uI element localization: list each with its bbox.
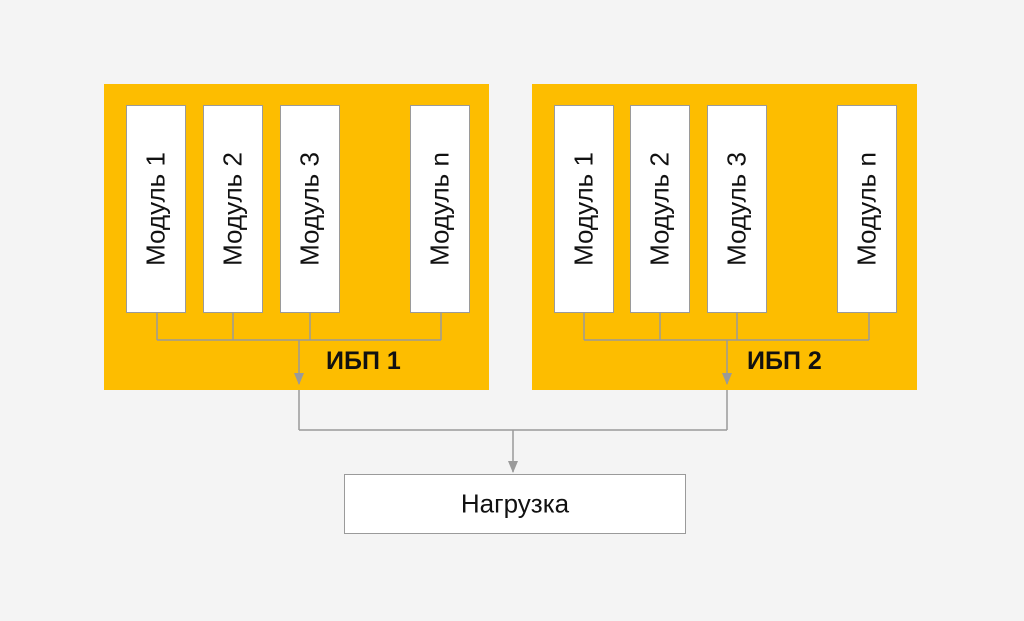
ups-2-module-1: Модуль 1 — [554, 105, 614, 313]
module-label: Модуль 3 — [294, 152, 325, 266]
ups-2-module-3: Модуль 3 — [707, 105, 767, 313]
ups-1-module-1: Модуль 1 — [126, 105, 186, 313]
ups-1-module-n: Модуль n — [410, 105, 470, 313]
ups-1-module-2: Модуль 2 — [203, 105, 263, 313]
ups-1-label: ИБП 1 — [326, 347, 401, 375]
ups-2-label: ИБП 2 — [747, 347, 822, 375]
module-label: Модуль 1 — [140, 152, 171, 266]
ups-1-block: Модуль 1 Модуль 2 Модуль 3 Модуль n ИБП … — [104, 84, 489, 390]
module-label: Модуль 3 — [721, 152, 752, 266]
module-label: Модуль 2 — [644, 152, 675, 266]
ups-2-module-2: Модуль 2 — [630, 105, 690, 313]
module-label: Модуль 1 — [568, 152, 599, 266]
module-label: Модуль n — [424, 152, 455, 266]
load-box: Нагрузка — [344, 474, 686, 534]
ups-2-module-n: Модуль n — [837, 105, 897, 313]
module-label: Модуль 2 — [217, 152, 248, 266]
load-label: Нагрузка — [460, 488, 570, 519]
module-label: Модуль n — [851, 152, 882, 266]
ups-1-module-3: Модуль 3 — [280, 105, 340, 313]
ups-2-block: Модуль 1 Модуль 2 Модуль 3 Модуль n ИБП … — [532, 84, 917, 390]
